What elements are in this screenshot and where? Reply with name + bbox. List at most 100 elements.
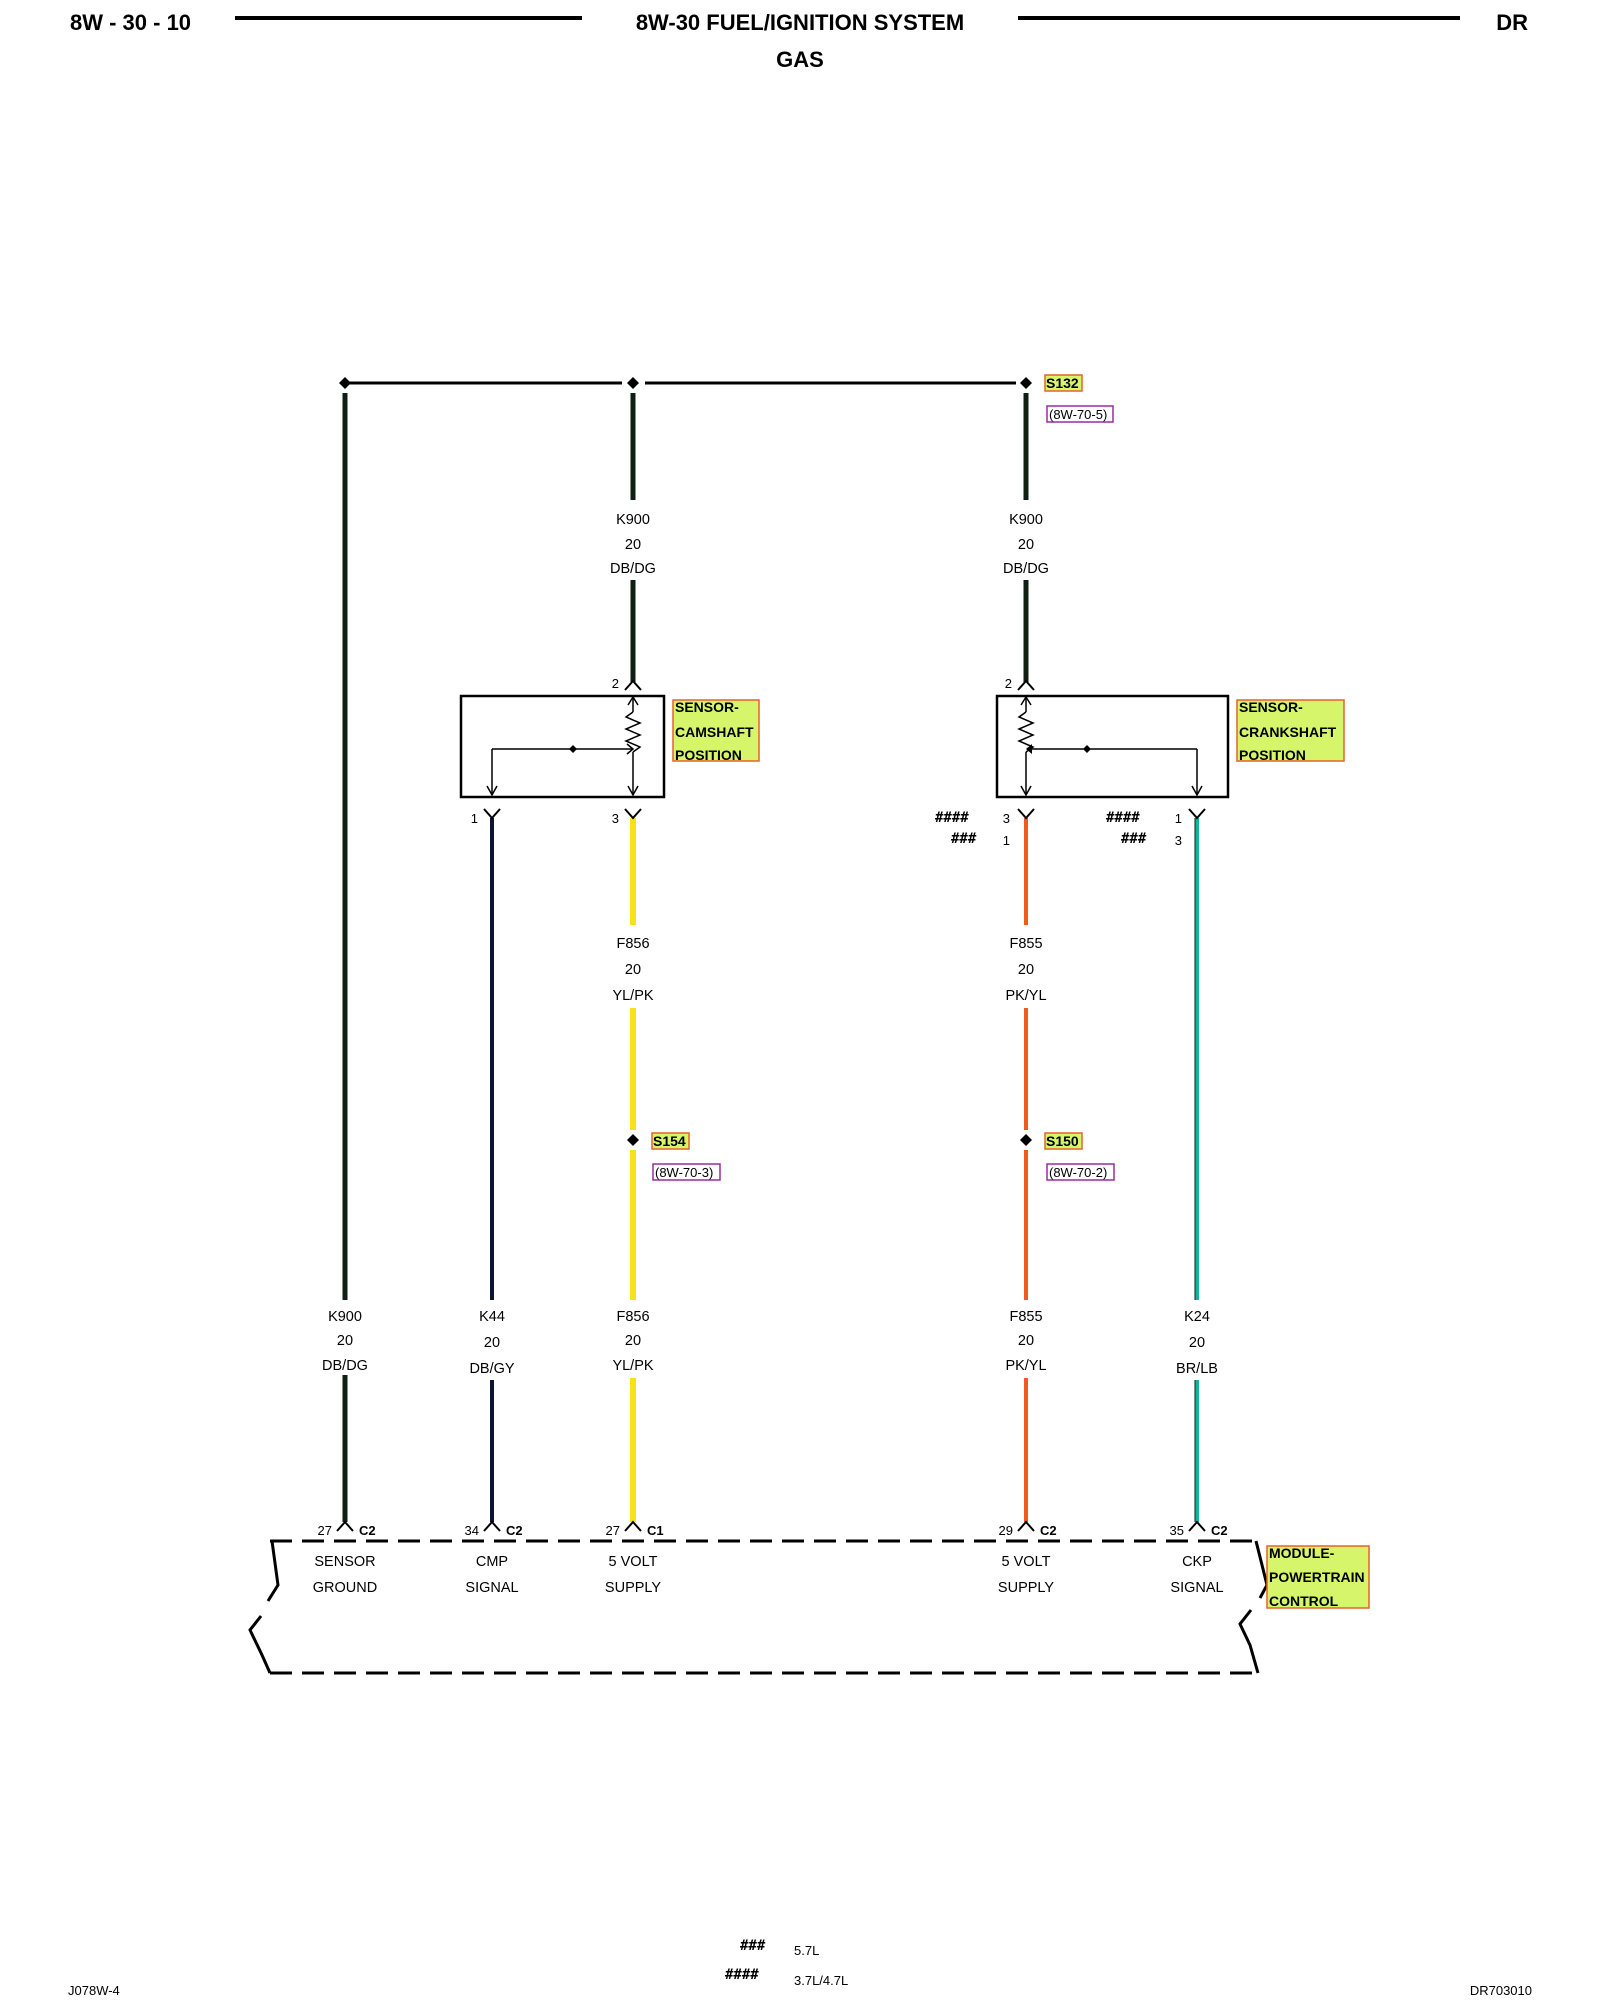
wire-circuit: K900 <box>328 1309 362 1325</box>
s150-label-box <box>1044 1132 1083 1150</box>
pcm-pin-number: 35 <box>1170 1523 1184 1538</box>
legend-text-3747: 3.7L/4.7L <box>794 1973 848 1988</box>
pcm-connector-id: C2 <box>1211 1523 1228 1538</box>
header-left-code: 8W - 30 - 10 <box>70 10 191 35</box>
pcm-connector-id: C2 <box>506 1523 523 1538</box>
wire-gauge: 20 <box>1018 1333 1034 1349</box>
legend-text-57: 5.7L <box>794 1943 819 1958</box>
wire-color: DB/GY <box>469 1361 514 1377</box>
cmp-wiper-dot <box>569 745 577 753</box>
wire-color: DB/DG <box>322 1358 368 1374</box>
wire-gauge: 20 <box>1189 1335 1205 1351</box>
pcm-connector-id: C1 <box>647 1523 664 1538</box>
ckp-right-pin-b: 3 <box>1175 833 1182 848</box>
ckp-left-variant-mark-a: #### <box>935 810 969 826</box>
pcm-label-box <box>1266 1545 1370 1609</box>
wire-circuit: F856 <box>616 936 649 952</box>
wire-circuit: K900 <box>1009 512 1043 528</box>
wire-circuit: F855 <box>1009 1309 1042 1325</box>
pin-description-line1: SENSOR <box>314 1554 375 1570</box>
ckp-left-pin-b: 1 <box>1003 833 1010 848</box>
wire-circuit: K900 <box>616 512 650 528</box>
ckp-label-box <box>1236 699 1345 762</box>
wire-gauge: 20 <box>625 1333 641 1349</box>
pcm-terminal-5v-supply-c2 <box>1017 1520 1035 1532</box>
ckp-sensor-body <box>995 694 1230 799</box>
splice-s154: S154 (8W-70-3) <box>627 1132 721 1181</box>
wire-label-f856-upper: F856 20 YL/PK <box>612 936 653 1004</box>
cmp-label-box <box>672 699 760 762</box>
s150-ref-link[interactable]: (8W-70-2) <box>1049 1165 1107 1180</box>
ckp-top-pin: 2 <box>1005 676 1012 691</box>
pcm-pin-number: 34 <box>465 1523 479 1538</box>
wire-gauge: 20 <box>625 962 641 978</box>
ckp-left-pin-a: 3 <box>1003 811 1010 826</box>
pcm-pin-number: 29 <box>999 1523 1013 1538</box>
wire-color: YL/PK <box>612 1358 653 1374</box>
s154-label: S154 <box>653 1133 686 1149</box>
pin-description-line2: SUPPLY <box>998 1580 1054 1596</box>
ckp-right-terminal <box>1188 808 1206 820</box>
s132-ref-link[interactable]: (8W-70-5) <box>1049 407 1107 422</box>
splice-dot-left <box>339 377 351 389</box>
wire-gauge: 20 <box>1018 537 1034 553</box>
page-title: 8W-30 FUEL/IGNITION SYSTEM <box>636 10 964 35</box>
wire-gauge: 20 <box>337 1333 353 1349</box>
wire-label-f855-upper: F855 20 PK/YL <box>1005 936 1046 1004</box>
ckp-label-line3: POSITION <box>1239 747 1306 763</box>
wire-label-k900-cmp: K900 20 DB/DG <box>610 512 656 577</box>
ckp-label-line2: CRANKSHAFT <box>1239 724 1337 740</box>
crankshaft-position-sensor: 2 #### 3 ### 1 #### 1 ### 3 SENSOR- CRAN… <box>935 676 1345 848</box>
pcm-terminal-ckp-signal <box>1188 1520 1206 1532</box>
page-subtitle: GAS <box>776 47 824 72</box>
pcm-label-line3: CONTROL <box>1269 1593 1339 1609</box>
s154-ref-link[interactable]: (8W-70-3) <box>655 1165 713 1180</box>
wire-circuit: K44 <box>479 1309 505 1325</box>
wire-color: PK/YL <box>1005 1358 1046 1374</box>
pin-description-line2: SUPPLY <box>605 1580 661 1596</box>
cmp-top-pin: 2 <box>612 676 619 691</box>
pcm-pin-number: 27 <box>606 1523 620 1538</box>
ckp-label-line1: SENSOR- <box>1239 699 1303 715</box>
cmp-resistor <box>624 711 642 753</box>
ckp-right-variant-mark-b: ### <box>1121 831 1147 847</box>
s132-label: S132 <box>1046 375 1079 391</box>
ckp-left-terminal <box>1017 808 1035 820</box>
pcm-label-line2: POWERTRAIN <box>1269 1569 1365 1585</box>
cmp-label-line2: CAMSHAFT <box>675 724 754 740</box>
wire-label-k44: K44 20 DB/GY <box>469 1309 514 1377</box>
ckp-left-variant-mark-b: ### <box>951 831 977 847</box>
cmp-right-pin: 3 <box>612 811 619 826</box>
pcm-outline-right <box>1238 1540 1269 1674</box>
pcm-terminal-cmp-signal <box>483 1520 501 1532</box>
pcm-label-line1: MODULE- <box>1269 1545 1335 1561</box>
pcm-pin-description-ckp-signal: CKP SIGNAL <box>1170 1554 1223 1596</box>
wire-circuit: F855 <box>1009 936 1042 952</box>
cmp-pin1-terminal <box>483 808 501 820</box>
wire-label-f855-lower: F855 20 PK/YL <box>1005 1309 1046 1374</box>
wire-label-k24: K24 20 BR/LB <box>1176 1309 1218 1377</box>
s132-ref-box[interactable] <box>1046 405 1114 423</box>
ckp-right-pin-a: 1 <box>1175 811 1182 826</box>
s154-ref-box[interactable] <box>652 1163 721 1181</box>
ckp-wiper-arrow <box>1026 744 1032 754</box>
wire-gauge: 20 <box>625 537 641 553</box>
cmp-lead-arrow <box>627 695 639 706</box>
splice-s150: S150 (8W-70-2) <box>1020 1132 1115 1181</box>
ckp-lead-arrow <box>1020 695 1032 706</box>
s150-ref-box[interactable] <box>1046 1163 1115 1181</box>
wire-color: BR/LB <box>1176 1361 1218 1377</box>
camshaft-position-sensor: 2 1 3 SENSOR- CAMSHAFT POSITION <box>459 676 760 826</box>
legend-mark-3747: #### <box>725 1967 759 1983</box>
wire-label-f856-lower: F856 20 YL/PK <box>612 1309 653 1374</box>
pcm-terminal-5v-supply-c1 <box>624 1520 642 1532</box>
ckp-wiper-dot <box>1083 745 1091 753</box>
pin-description-line1: 5 VOLT <box>1002 1554 1051 1570</box>
pin-description-line1: CMP <box>476 1554 508 1570</box>
ckp-signal-arrow <box>1191 785 1203 797</box>
pin-description-line2: GROUND <box>313 1580 377 1596</box>
cmp-lower-arrow <box>627 785 639 797</box>
pcm-pin-description-5v-supply-c2: 5 VOLT SUPPLY <box>998 1554 1054 1596</box>
pcm-connector-id: C2 <box>359 1523 376 1538</box>
